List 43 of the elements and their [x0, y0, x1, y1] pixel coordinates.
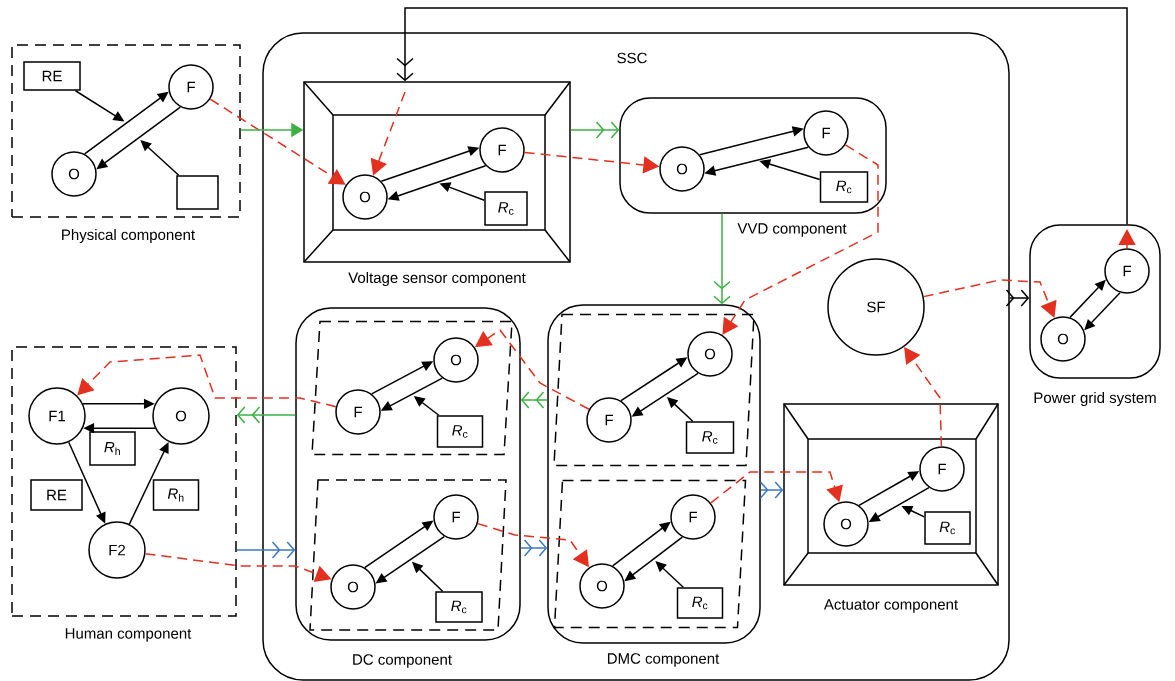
parameter-box: R$_{c}$ [484, 191, 528, 226]
component-label: SSC [617, 52, 647, 64]
arrow [140, 140, 180, 176]
arrow [520, 391, 548, 409]
dashed-parallelogram [553, 313, 755, 467]
arrow [713, 213, 731, 305]
parameter-box: R$_{c}$ [819, 171, 869, 203]
dashed-parallelogram [311, 320, 513, 456]
arrow [570, 121, 620, 139]
parameter-box: RE [23, 61, 81, 91]
arrow [128, 442, 169, 525]
component-label: DMC component [607, 653, 720, 667]
arrow [236, 541, 296, 559]
component-label: Actuator component [823, 599, 958, 613]
parameter-box: RE [30, 479, 83, 511]
arrow [710, 471, 843, 504]
component-label: Voltage sensor component [348, 272, 526, 286]
parameter-box: R$_{c}$ [435, 591, 483, 623]
arrow [655, 561, 684, 588]
arrow [722, 144, 879, 335]
component-label: DC component [353, 654, 452, 668]
arrow [1118, 229, 1136, 249]
component-label: Physical component [62, 229, 195, 243]
component-label: Human component [65, 628, 192, 642]
parameter-box: R$_{h}$ [152, 479, 200, 511]
arrow [1005, 289, 1030, 307]
parameter-box: R$_{c}$ [676, 587, 724, 619]
component-label: VVD component [737, 223, 847, 237]
arrow [396, 7, 1128, 225]
arrow [520, 539, 548, 557]
parameter-box: R$_{h}$ [89, 431, 136, 466]
dashed-parallelogram [309, 479, 507, 631]
empty-box [176, 175, 219, 210]
arrow [922, 279, 1057, 318]
arrow [77, 354, 337, 408]
parameter-box: R$_{c}$ [924, 511, 971, 545]
parameter-box: R$_{c}$ [436, 415, 484, 448]
parameter-box: R$_{c}$ [685, 421, 735, 454]
arrow [209, 98, 346, 185]
arrow [759, 481, 784, 499]
arrow [236, 406, 296, 424]
dashed-parallelogram [553, 479, 747, 629]
component-label: Power grid system [1034, 392, 1156, 406]
